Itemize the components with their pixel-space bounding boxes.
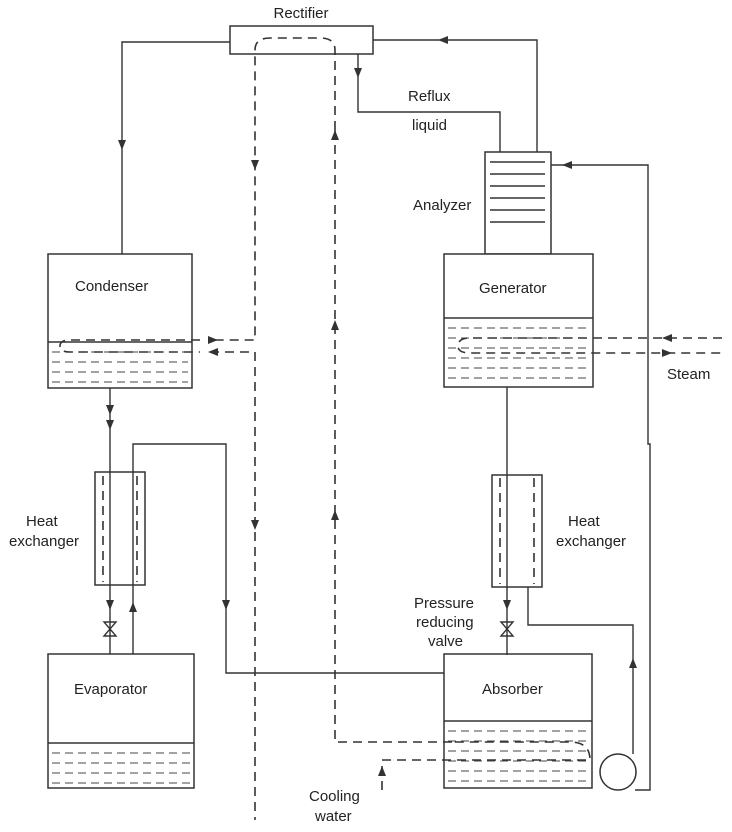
reflux-label-line-1: Reflux [408, 88, 451, 105]
cooling-water-circuit [59, 37, 591, 820]
pump-circle [599, 753, 637, 791]
vapor-line-analyzer-to-rectifier [373, 36, 538, 152]
cooling-water-line-exchanger-left [102, 476, 138, 582]
rectifier-label: Rectifier [273, 5, 328, 22]
absorber-label: Absorber [482, 681, 543, 698]
analyzer-label: Analyzer [413, 197, 471, 214]
evaporator [47, 653, 195, 789]
reflux-liquid-line [354, 54, 501, 152]
reflux-label-line-2: liquid [412, 117, 447, 134]
evaporator-label: Evaporator [74, 681, 147, 698]
heat-exchanger-right-label-line-2: exchanger [556, 533, 626, 550]
steam-label: Steam [667, 366, 710, 383]
heat-exchanger-left-label-line-1: Heat [26, 513, 59, 530]
pressure-label-line-2: reducing [416, 614, 474, 631]
vapor-line-evaporator-to-absorber [129, 443, 444, 674]
generator [443, 253, 594, 388]
cooling-water-line-exchanger-right [499, 478, 535, 584]
generator-label: Generator [479, 280, 547, 297]
weak-solution-line [499, 387, 515, 655]
heat-exchanger-right-label-line-1: Heat [568, 513, 601, 530]
cooling-water-label-line-1: Cooling [309, 788, 360, 805]
vapor-line-rectifier-to-condenser [118, 41, 230, 254]
pressure-label-line-3: valve [428, 633, 463, 650]
rectifier-box [229, 25, 374, 55]
absorber [443, 653, 593, 789]
condenser [47, 253, 193, 389]
heat-exchanger-left-label-line-2: exchanger [9, 533, 79, 550]
analyzer [484, 151, 552, 255]
strong-solution-line-to-analyzer [527, 161, 651, 791]
pressure-label-line-1: Pressure [414, 595, 474, 612]
condenser-label: Condenser [75, 278, 148, 295]
steam-coil-line [457, 334, 722, 357]
cooling-water-label-line-2: water [314, 808, 352, 825]
liquid-line-condenser-to-evaporator [102, 388, 118, 654]
